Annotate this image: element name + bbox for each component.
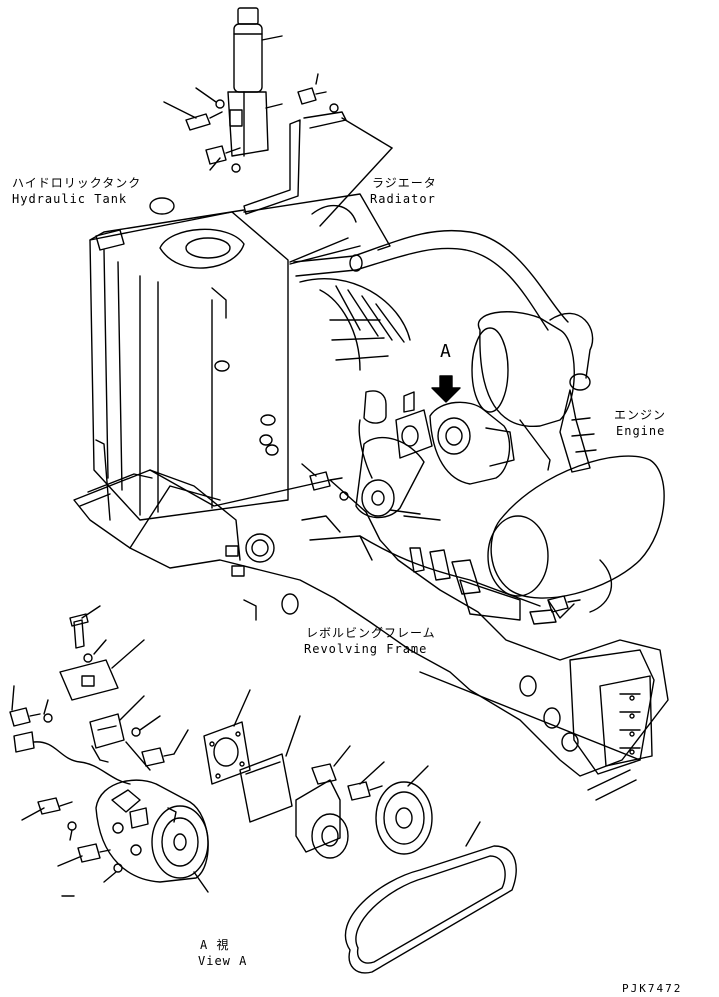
compressor-wire-harness [9, 685, 189, 785]
revolving-frame-label-jp: レボルビングフレーム [306, 626, 436, 640]
drier-bracket [227, 91, 283, 157]
engine-label-en: Engine [616, 424, 666, 438]
v-belt [344, 821, 517, 974]
engine-label-jp: エンジン [614, 408, 667, 422]
hydraulic-tank [89, 197, 349, 521]
revolving-frame-label-en: Revolving Frame [304, 642, 428, 656]
pulley [375, 765, 433, 855]
muffler [487, 455, 665, 619]
compressor [95, 779, 209, 893]
compressor-plate [59, 639, 145, 701]
revolving-frame [73, 439, 669, 801]
view-a-label-jp: A 視 [200, 938, 230, 952]
view-arrow-icon [431, 375, 461, 403]
drawing-code: PJK7472 [622, 982, 683, 995]
cover-plate [239, 715, 301, 823]
engine-bolt [301, 463, 349, 501]
view-a-label-en: View A [198, 954, 248, 968]
radiator [243, 193, 411, 371]
compressor-assembly [358, 390, 515, 485]
drive-belt [355, 436, 441, 521]
radiator-label-en: Radiator [370, 192, 436, 206]
compressor-bolt-top [69, 605, 107, 663]
receiver-drier [233, 7, 283, 93]
radiator-hose [293, 229, 569, 331]
idler-bracket [295, 745, 351, 859]
engine [471, 311, 597, 473]
gasket [203, 689, 251, 785]
hydraulic-tank-label-en: Hydraulic Tank [12, 192, 128, 206]
radiator-label-jp: ラジエータ [372, 176, 437, 190]
drier-bolts [163, 73, 339, 173]
hydraulic-tank-label-jp: ハイドロリックタンク [12, 176, 142, 190]
bracket-bolt [347, 761, 385, 801]
compressor-mount-bolts [21, 797, 123, 897]
view-arrow-label: A [440, 341, 452, 362]
drier-mount-plate [243, 111, 393, 227]
